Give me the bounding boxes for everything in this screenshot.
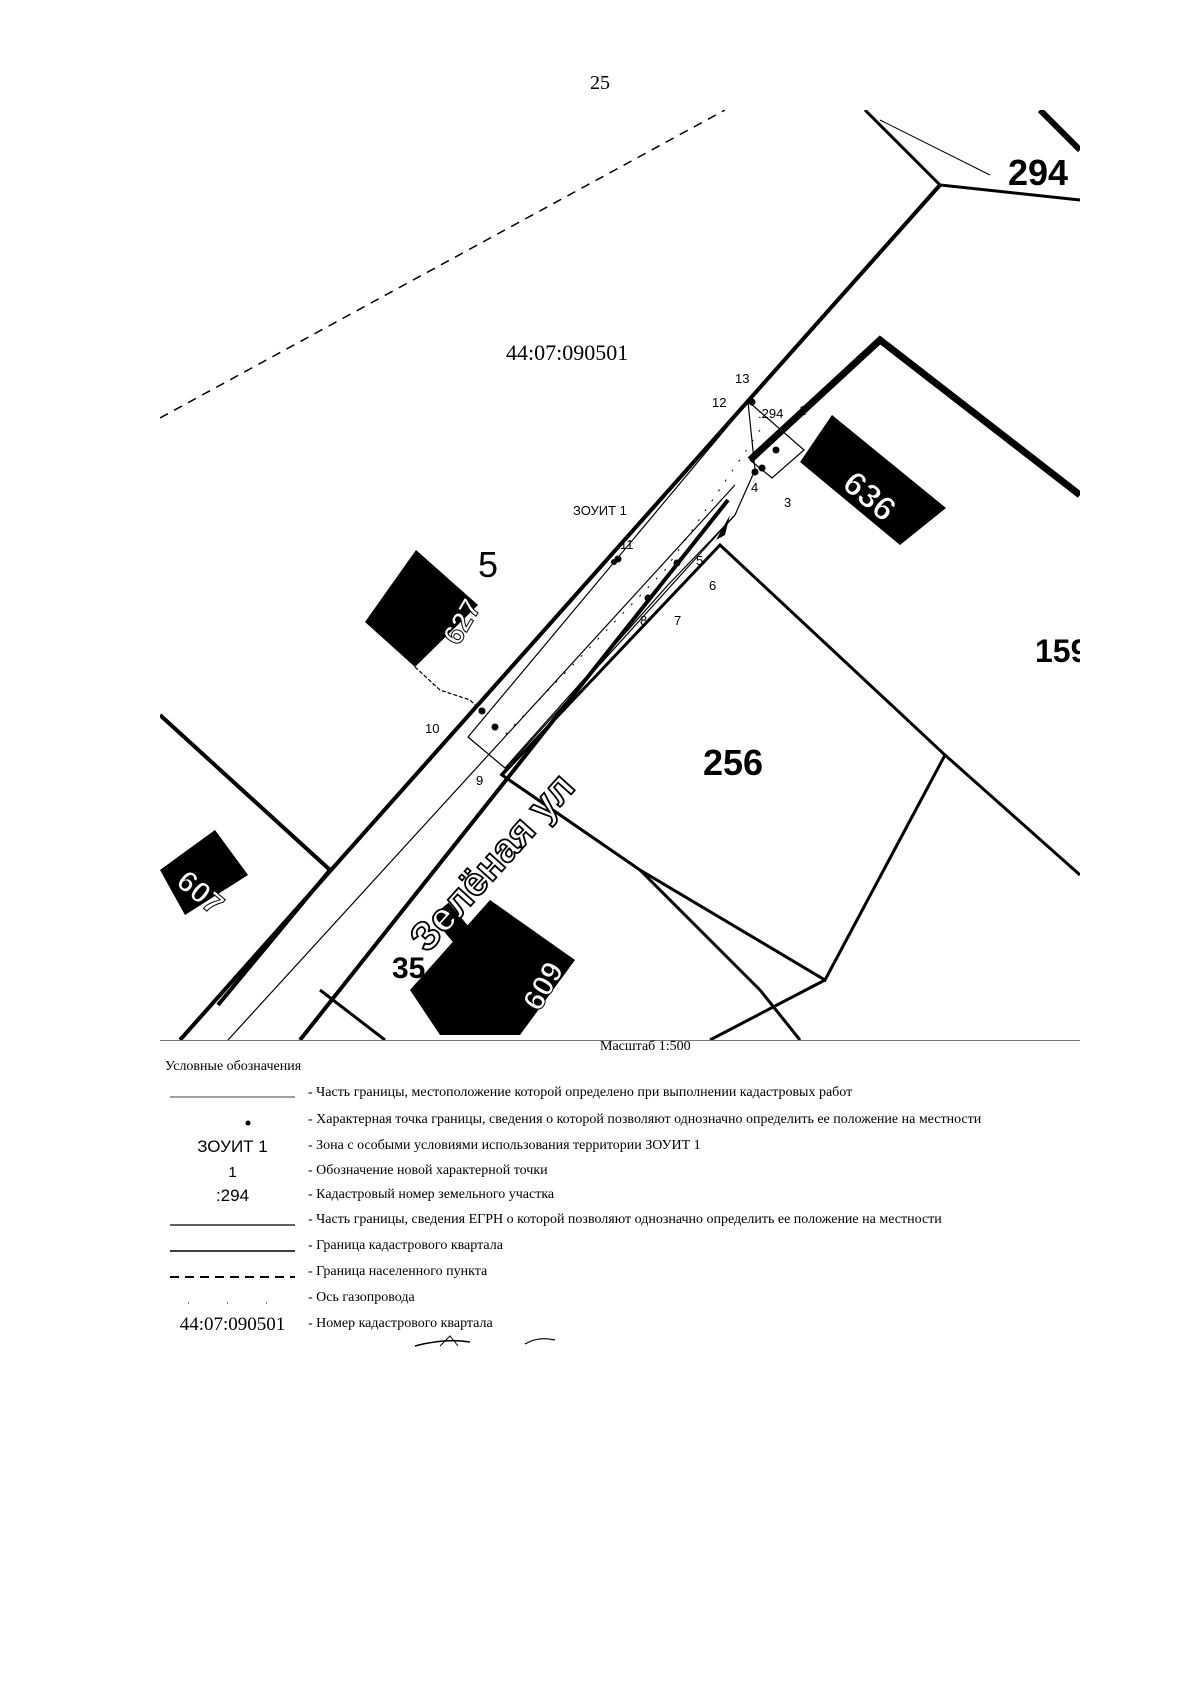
- point-7: 7: [674, 613, 681, 628]
- parcel-159-label: 159: [1035, 633, 1088, 669]
- legend-row-quarter-number: 44:07:090501 - Номер кадастрового кварта…: [160, 1313, 1080, 1337]
- point-1: 1: [799, 403, 806, 418]
- legend-row-quarter-boundary: - Граница кадастрового квартала: [160, 1235, 1080, 1259]
- legend-row-gas-pipeline: - Ось газопровода: [160, 1287, 1080, 1311]
- point-6: 6: [709, 578, 716, 593]
- building-636: [800, 415, 946, 545]
- connector-line: [414, 666, 483, 713]
- legend-text: - Обозначение новой характерной точки: [308, 1163, 548, 1178]
- legend-symbol-zone: ЗОУИТ 1: [197, 1137, 268, 1156]
- parcel-5-label: 5: [478, 544, 498, 585]
- legend-text: - Характерная точка границы, сведения о …: [308, 1112, 982, 1127]
- legend-text: - Часть границы, местоположение которой …: [308, 1085, 853, 1100]
- point-5: 5: [696, 553, 703, 568]
- legend-symbol-dashed-line: [160, 1261, 305, 1285]
- direction-arrow: [716, 515, 730, 540]
- parcel-256-boundary: [499, 542, 947, 983]
- legend-row-point: - Характерная точка границы, сведения о …: [160, 1109, 1080, 1133]
- legend-text: - Граница населенного пункта: [308, 1264, 488, 1279]
- parcel-294-small-label: :294: [758, 406, 783, 421]
- map-bottom-border: [160, 1040, 1080, 1041]
- legend-row-settlement-boundary: - Граница населенного пункта: [160, 1261, 1080, 1285]
- settlement-boundary: [160, 110, 726, 419]
- legend-symbol-quarter-number: 44:07:090501: [179, 1314, 286, 1335]
- legend-title: Условные обозначения: [165, 1059, 302, 1074]
- road-boundary-thin: [227, 484, 736, 1040]
- point-8: 8: [640, 613, 647, 628]
- quarter-number-label: 44:07:090501: [506, 340, 628, 365]
- parcel-607-boundary: [160, 713, 333, 1007]
- legend-text: - Кадастровый номер земельного участка: [308, 1187, 555, 1202]
- gas-pipeline-axis: [499, 429, 761, 741]
- point-3: 3: [784, 495, 791, 510]
- legend-symbol-parcel-number: :294: [215, 1186, 250, 1205]
- legend-symbol-point-number: 1: [228, 1163, 237, 1181]
- cadastral-map: 44:07:090501 ЗОУИТ 1 294 :294 636 627 5 …: [160, 110, 1088, 1040]
- legend-row-zone: ЗОУИТ 1 - Зона с особыми условиями испол…: [160, 1135, 1080, 1159]
- point-12: 12: [712, 395, 726, 410]
- legend-symbol-dotted-line: [160, 1287, 305, 1311]
- road-boundary-east: [298, 498, 730, 1040]
- parcel-256-label: 256: [703, 742, 763, 783]
- page-number: 25: [590, 72, 610, 94]
- legend-row-cadastral-number: :294 - Кадастровый номер земельного учас…: [160, 1184, 1080, 1208]
- legend-text: - Ось газопровода: [308, 1290, 415, 1305]
- legend-row-egrn-boundary: - Часть границы, сведения ЕГРН о которой…: [160, 1209, 1080, 1233]
- point-11: 11: [620, 537, 634, 552]
- legend-symbol-dot: [160, 1109, 305, 1133]
- point-13: 13: [735, 371, 749, 386]
- legend-row-new-point: 1 - Обозначение новой характерной точки: [160, 1160, 1080, 1184]
- legend-symbol-thin-line: [160, 1082, 305, 1106]
- legend-text: - Часть границы, сведения ЕГРН о которой…: [308, 1212, 942, 1227]
- parcel-294-boundary: [863, 110, 1080, 202]
- legend-text: - Зона с особыми условиями использования…: [308, 1138, 701, 1153]
- scale-label: Масштаб 1:500: [600, 1039, 691, 1054]
- parcel-636-boundary: [747, 335, 1080, 498]
- point-2: 2: [825, 428, 832, 443]
- point-10: 10: [425, 721, 439, 736]
- legend-symbol-line: [160, 1209, 305, 1233]
- parcel-294-label: 294: [1008, 152, 1068, 193]
- building-609: [410, 900, 575, 1035]
- legend-text: - Номер кадастрового квартала: [308, 1316, 493, 1331]
- legend-symbol-line-thick: [160, 1235, 305, 1259]
- building-627: [365, 550, 478, 667]
- point-4: 4: [751, 480, 758, 495]
- point-9: 9: [476, 773, 483, 788]
- building-607: [160, 830, 248, 915]
- zone-label: ЗОУИТ 1: [573, 503, 627, 518]
- parcel-35-label: 35: [392, 952, 425, 985]
- map-canvas: 44:07:090501 ЗОУИТ 1 294 :294 636 627 5 …: [160, 110, 1088, 1040]
- legend-row-surveyed-boundary: - Часть границы, местоположение которой …: [160, 1082, 1080, 1106]
- map-fragment: [414, 1335, 556, 1347]
- parcel-294-edge: [1037, 110, 1080, 153]
- road-boundary-thin-2: [499, 514, 736, 776]
- legend-text: - Граница кадастрового квартала: [308, 1238, 503, 1253]
